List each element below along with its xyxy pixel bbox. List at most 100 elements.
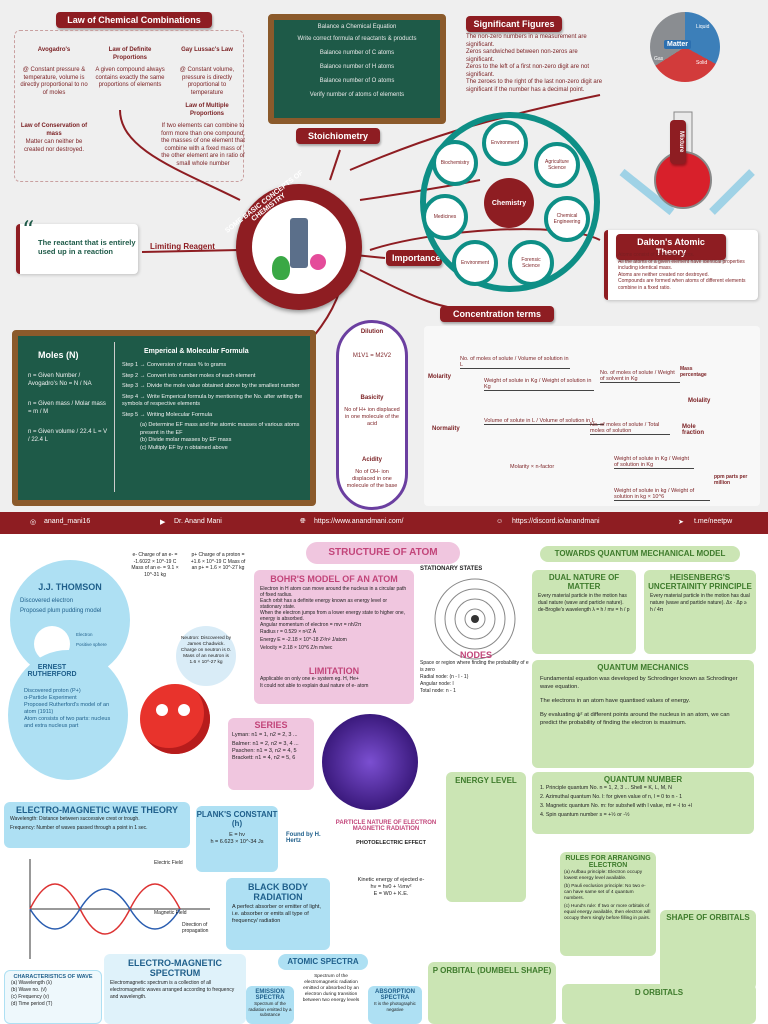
- proton-info: p+ Charge of a proton = +1.6 × 10^-19 C …: [190, 552, 246, 571]
- planck-eq-2: h = 6.623 × 10^-34 Js: [210, 839, 264, 845]
- energy-title: ENERGY LEVEL: [455, 776, 517, 785]
- qn-point-3: 3. Magnetic quantum No. m: for subshell …: [540, 803, 692, 809]
- conc-formula-4: Molarity × n-factor: [510, 464, 555, 470]
- importance-node-3: Chemical Engineering: [544, 196, 590, 242]
- bohr-eq-3: Velocity = 2.18 × 10^6 Z/n m/sec: [260, 645, 333, 651]
- acidity-label: Acidity: [361, 457, 382, 463]
- limiting-quote-text: The reactant that is entirely used up in…: [38, 238, 136, 256]
- qm-point-3: By evaluating ψ² at different points aro…: [540, 712, 730, 726]
- mixture-label: Mixture: [670, 120, 686, 164]
- series-4: Brackett: n1 = 4, n2 = 5, 6: [232, 755, 296, 761]
- bohr-eq-2: Energy E = -2.18 × 10^-18 Z²/n² J/atom: [260, 637, 347, 643]
- dalton-list: Atoms consist of indivisible atoms. All …: [618, 252, 758, 291]
- moles-line-1: n = Given Number / Avogadro's No = N / N…: [28, 373, 92, 387]
- importance-node-1: Environment: [482, 120, 528, 166]
- series-box: SERIES Lyman: n1 = 1, n2 = 2, 3 ... Balm…: [228, 718, 314, 790]
- board-divider: [114, 342, 115, 492]
- youtube-icon[interactable]: ▶: [160, 519, 166, 526]
- gaylussac-body: @ Constant volume, pressure is directly …: [179, 67, 235, 96]
- planck-title: PLANK'S CONSTANT (h): [196, 810, 278, 828]
- website-link[interactable]: https://www.anandmani.com/: [314, 518, 404, 525]
- black-desc: A perfect absorber or emitter of light, …: [232, 904, 321, 924]
- chemistry-center: Chemistry: [484, 178, 534, 228]
- quote-icon: “: [22, 216, 35, 244]
- telegram-icon[interactable]: ➤: [678, 519, 684, 526]
- blackbody-box: BLACK BODY RADIATION A perfect absorber …: [226, 878, 330, 950]
- emw-point-1: Wavelength: Distance between successive …: [10, 816, 140, 822]
- sig-point-4: The zeroes to the right of the last non-…: [466, 79, 603, 93]
- ems-title: ELECTRO-MAGNETIC SPECTRUM: [128, 958, 222, 978]
- heisen-desc: Every material particle in the motion ha…: [650, 593, 750, 613]
- atomic-desc: Spectrum of the electromagnetic radiatio…: [302, 974, 360, 1003]
- emission-title: EMISSION SPECTRA: [255, 989, 285, 1001]
- rutherford-list: Discovered proton (P+) α-Particle Experi…: [24, 688, 120, 730]
- dalton-point-2: All the atoms of a given element have id…: [618, 258, 745, 272]
- emission-desc: Spectrum of the radiation emitted by a s…: [248, 1001, 292, 1017]
- qm-box: QUANTUM MECHANICS Fundamental equation w…: [532, 660, 754, 768]
- moles-title: Moles (N): [38, 350, 79, 360]
- conc-formula-5: No. of moles of solute / Weight of solve…: [600, 370, 680, 383]
- stoich-title: Stoichiometry: [296, 128, 380, 144]
- photo-eq-2: hν = hν0 + ½mv²: [370, 884, 412, 890]
- energy-level-box: ENERGY LEVEL: [446, 772, 526, 902]
- structure-title: STRUCTURE OF ATOM: [306, 542, 460, 564]
- heisen-title: HEISENBERG'S UNCERTAINITY PRINCIPLE: [648, 573, 752, 591]
- stoich-step-5: Balance number of O atoms: [319, 78, 395, 84]
- top-mindmap: Law of Chemical Combinations Avogadro's …: [0, 0, 768, 512]
- thomson-point-2: Proposed plum pudding model: [20, 608, 102, 614]
- emw-title: ELECTRO-MAGNETIC WAVE THEORY: [16, 805, 178, 815]
- emission-box: EMISSION SPECTRA Spectrum of the radiati…: [246, 986, 294, 1024]
- rutherford-point-3: Proposed Rutherford's model of an atom (…: [24, 702, 110, 715]
- dilution-eq: M1V1 = M2V2: [352, 353, 392, 359]
- purple-atom-icon: [322, 714, 418, 810]
- acidity-desc: No of OH- ion displaced in one molecule …: [346, 469, 398, 489]
- qmm-header: TOWARDS QUANTUM MECHANICAL MODEL: [540, 546, 740, 562]
- conc-panel: Molarity Normality Molality Mole fractio…: [424, 326, 760, 506]
- definite-body: A given compound always contains exactly…: [95, 67, 165, 88]
- bohr-point-1: Electron in H atom can move around the n…: [260, 586, 407, 598]
- social-bar: ◎ anand_mani16 ▶ Dr. Anand Mani 🌐︎ https…: [0, 512, 768, 534]
- avogadro-head: Avogadro's: [37, 47, 71, 53]
- importance-ring: [420, 112, 600, 292]
- qm-point-1: Fundamental equation was developed by Sc…: [540, 676, 738, 690]
- stoich-step-4: Balance number of H atoms: [319, 64, 395, 70]
- qn-title: QUANTUM NUMBER: [603, 775, 683, 784]
- web-icon[interactable]: 🌐︎: [300, 518, 306, 525]
- conc-term-normality: Normality: [432, 426, 460, 432]
- instagram-icon[interactable]: ◎: [30, 519, 37, 526]
- thomson-label-electron: Electron: [76, 632, 93, 637]
- matter-label: Matter: [664, 40, 692, 49]
- youtube-handle[interactable]: Dr. Anand Mani: [174, 518, 222, 525]
- law-panel: Avogadro's @ Constant pressure & tempera…: [14, 30, 245, 182]
- discord-icon[interactable]: ☺: [496, 518, 504, 525]
- char-title: CHARACTERISTICS OF WAVE: [13, 974, 93, 980]
- gaylussac-head: Gay Lussac's Law: [181, 47, 233, 53]
- moles-board: Moles (N) n = Given Number / Avogadro's …: [12, 330, 316, 506]
- bohr-title: BOHR'S MODEL OF AN ATOM: [270, 574, 398, 584]
- mascot-eye-left-icon: [156, 704, 168, 716]
- ems-desc: Electromagnetic spectrum is a collection…: [110, 980, 235, 1000]
- conc-formula-3: Volume of solute in L / Volume of soluti…: [484, 418, 604, 425]
- p-orbital-title: P ORBITAL (DUMBELL SHAPE): [432, 966, 552, 975]
- bohr-point-2: Each orbit has a definite energy known a…: [260, 598, 388, 610]
- rule-3: (c) Hund's rule: If two or more orbitals…: [564, 904, 651, 921]
- limitation-box: LIMITATION Applicable on only one e- sys…: [254, 664, 414, 704]
- center-topic: SOME BASIC CONCEPTS OF CHEMISTRY: [224, 170, 362, 310]
- dilution-label: Dilution: [360, 329, 384, 335]
- empirical-title: Emperical & Molecular Formula: [144, 348, 249, 355]
- discord-link[interactable]: https://discord.io/anandmani: [512, 518, 600, 525]
- empirical-step-1: Step 1 → Conversion of mass % to grams: [122, 362, 227, 368]
- dalton-point-4: Compounds are formed when atoms of diffe…: [618, 278, 746, 291]
- bohr-list: Electron in H atom can move around the n…: [254, 584, 414, 654]
- rutherford-point-2: α-Particle Experiment: [24, 695, 77, 701]
- series-1: Lyman: n1 = 1, n2 = 2, 3 ...: [232, 732, 298, 738]
- conc-formula-6: Weight of solute in Kg / Weight of solut…: [614, 456, 694, 469]
- importance-node-6: Medicines: [422, 194, 468, 240]
- instagram-handle[interactable]: anand_mani16: [44, 518, 91, 525]
- stationary-orbits-icon: [434, 578, 516, 660]
- conc-term-molality: Molality: [688, 398, 711, 404]
- d-orbital-title: D ORBITALS: [634, 988, 684, 997]
- stoich-step-1: Balance a Chemical Equation: [317, 24, 397, 30]
- limiting-label: Limiting Reagent: [150, 242, 215, 251]
- telegram-link[interactable]: t.me/neetpw: [694, 518, 733, 525]
